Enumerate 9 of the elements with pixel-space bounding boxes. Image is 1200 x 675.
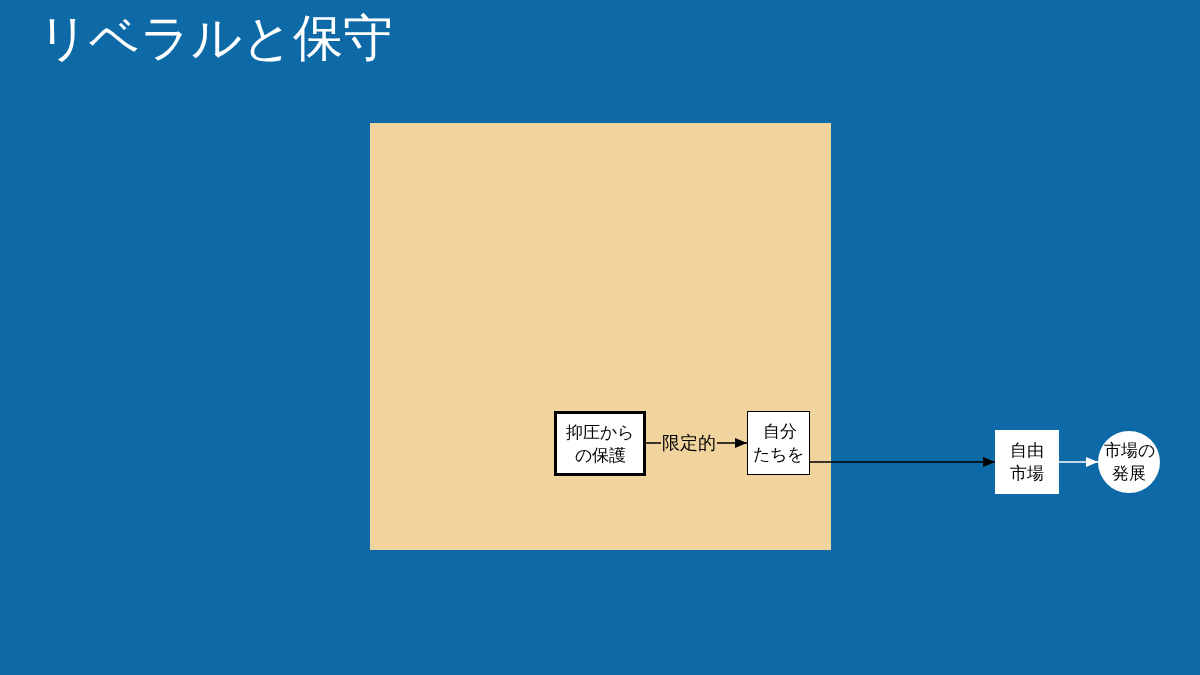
circle-node: 市場の発展 [1098, 431, 1160, 493]
process-box: 自由市場 [995, 430, 1059, 494]
title: リベラルと保守 [38, 8, 393, 68]
process-box: 抑圧からの保護 [554, 411, 646, 476]
arrow [809, 457, 996, 467]
arrow [1058, 457, 1099, 467]
process-box: 自分たちを [747, 411, 810, 475]
edge-label: 限定的 [660, 432, 717, 454]
panel [370, 123, 831, 550]
